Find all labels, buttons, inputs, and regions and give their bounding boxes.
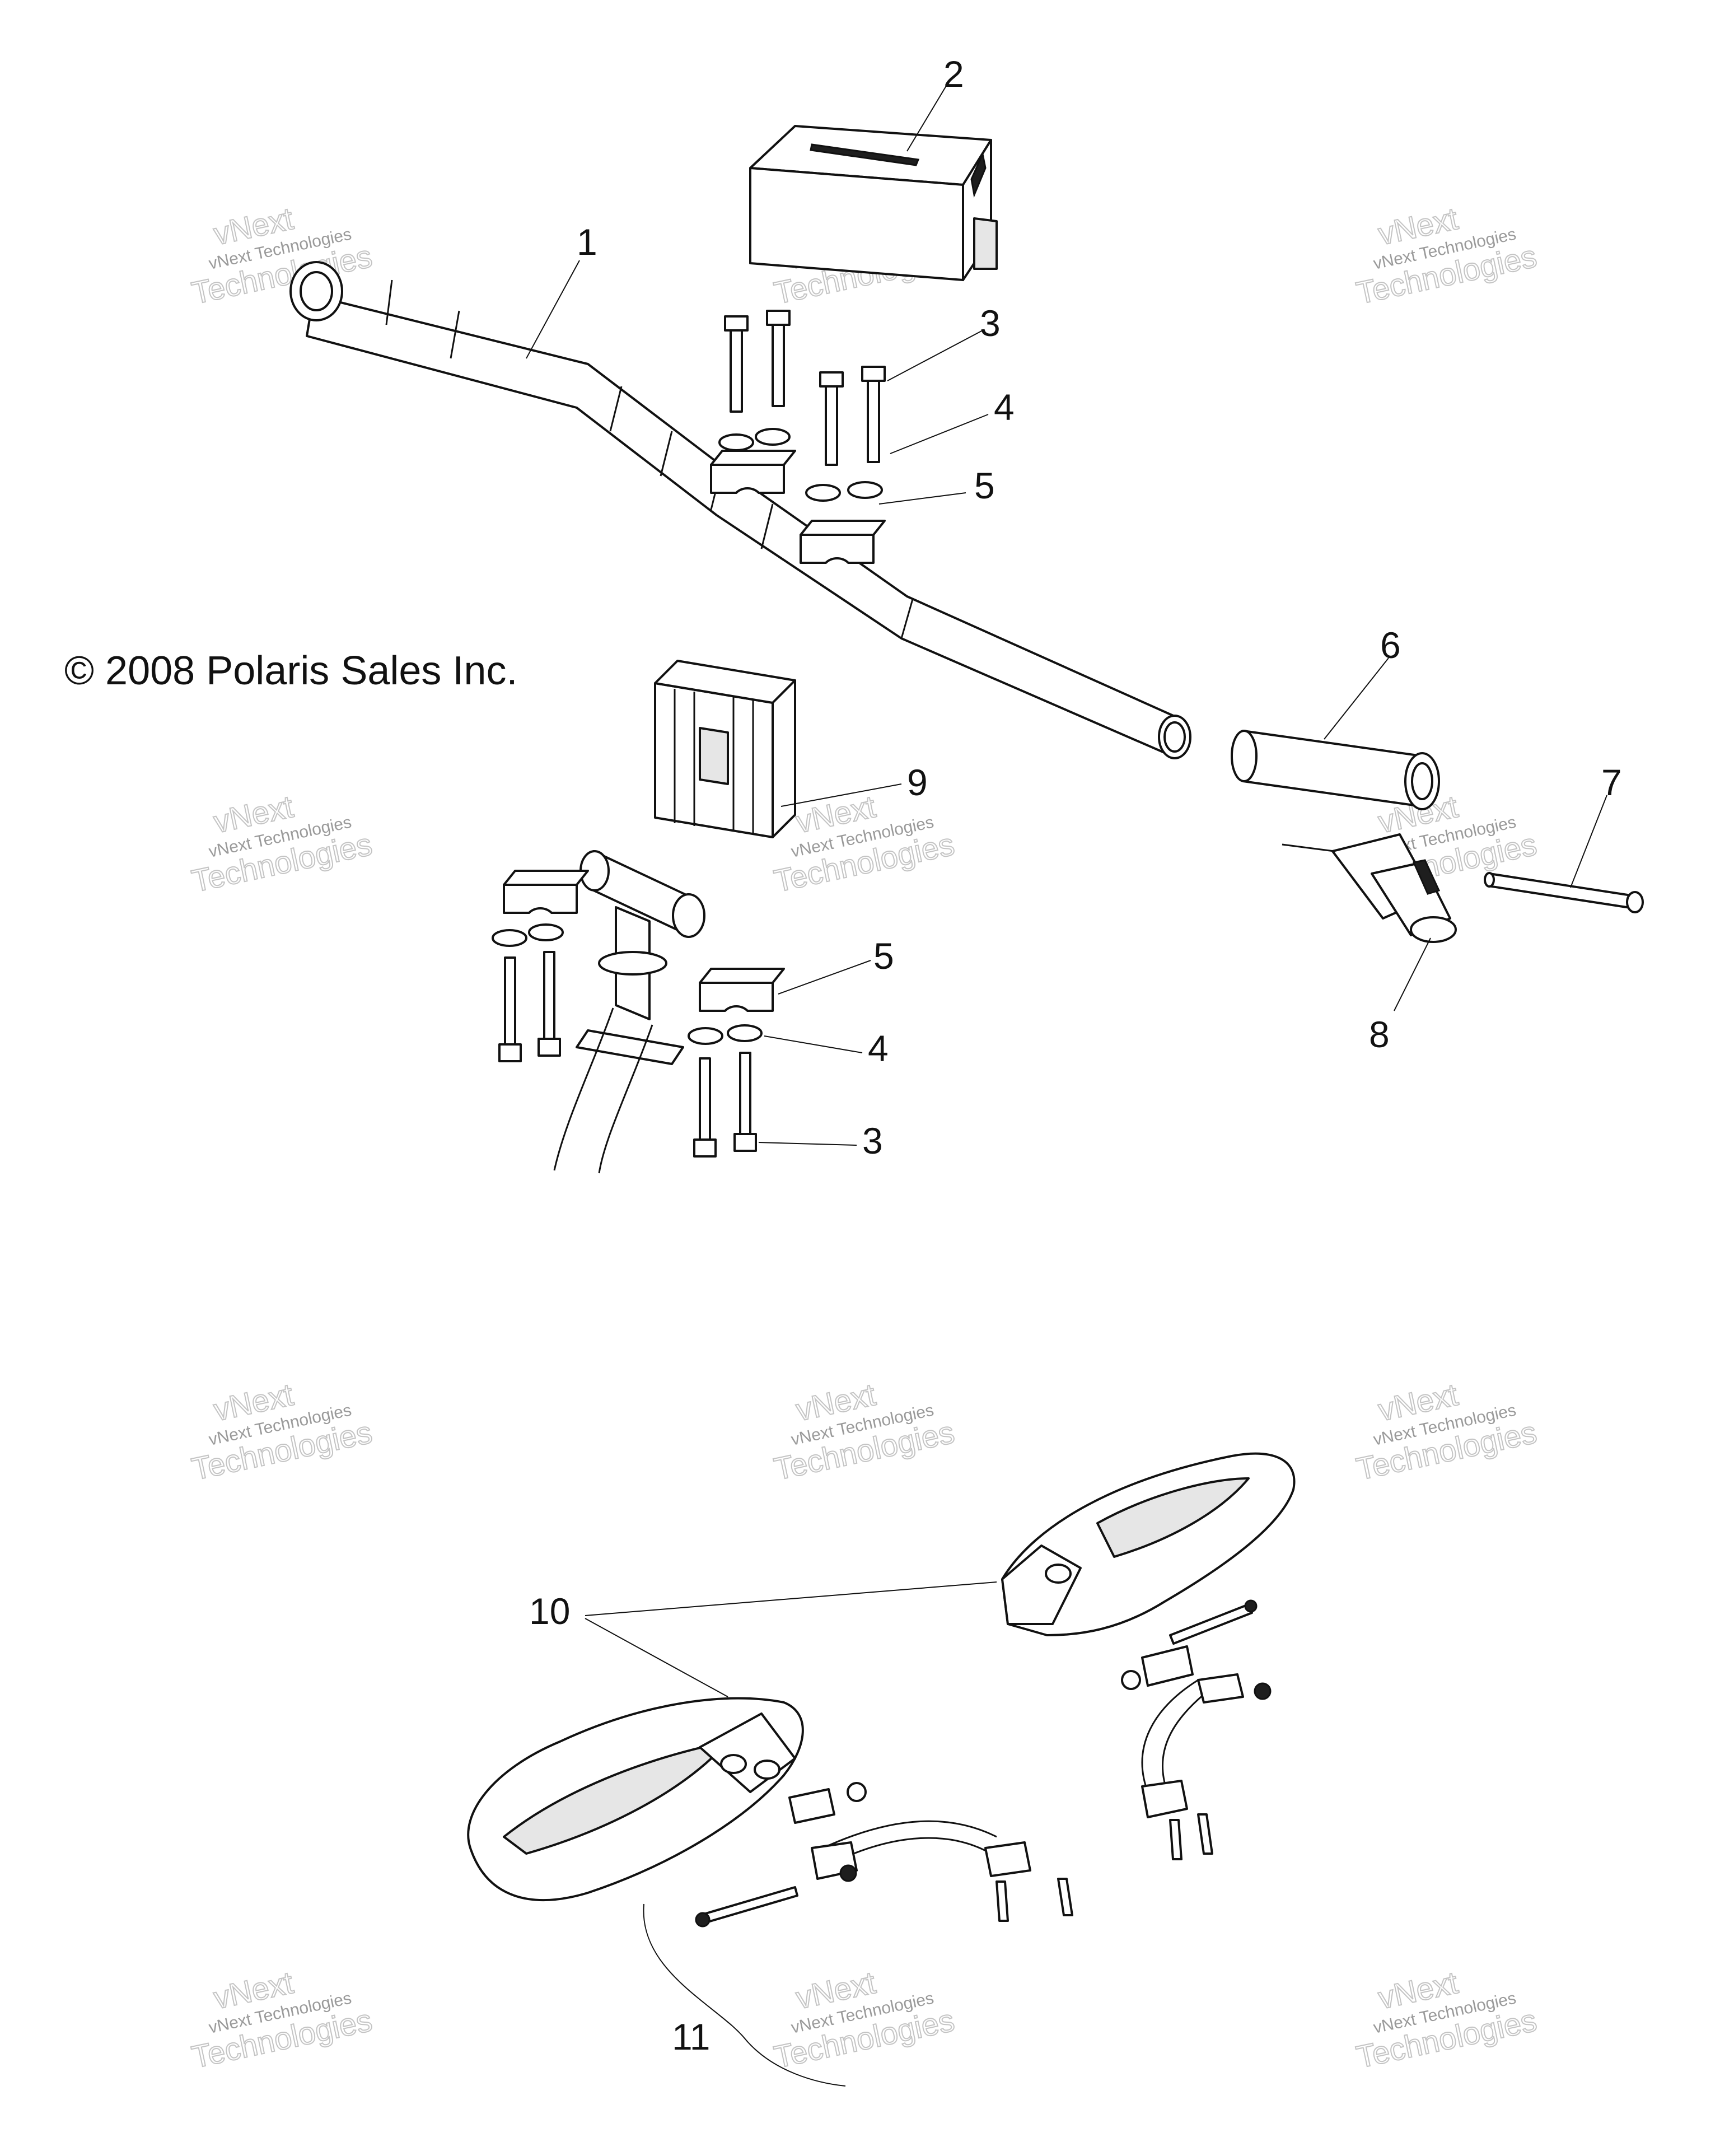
- handlebar-pad: 2: [749, 53, 998, 281]
- upper-clamp-bolts: [724, 310, 886, 466]
- callout-6: 6: [1380, 624, 1401, 666]
- grip: 6: [1231, 624, 1440, 810]
- handguard-right: [1001, 1452, 1296, 1636]
- watermark: vNext vNext Technologies Technologies: [188, 1376, 376, 1487]
- callout-2: 2: [943, 53, 964, 95]
- callout-4-lower: 4: [868, 1028, 889, 1069]
- pin: 7: [1484, 762, 1644, 913]
- mount-kit-right: [1121, 1599, 1272, 1860]
- lower-washers: [492, 923, 763, 1045]
- callout-5-upper: 5: [974, 465, 995, 506]
- callout-8: 8: [1369, 1014, 1390, 1055]
- callout-10: 10: [529, 1590, 570, 1632]
- watermark: vNext vNext Technologies Technologies: [1353, 1376, 1540, 1487]
- copyright-notice: © 2008 Polaris Sales Inc.: [64, 648, 517, 693]
- watermark: vNext vNext Technologies Technologies: [770, 1964, 958, 2075]
- riser-clamp: 9: [654, 660, 928, 838]
- callout-5-lower: 5: [873, 935, 894, 977]
- callout-3-lower: 3: [862, 1120, 883, 1161]
- callout-4-upper: 4: [994, 386, 1015, 428]
- callout-3-upper: 3: [980, 302, 1001, 344]
- watermark: vNext vNext Technologies Technologies: [1353, 1964, 1540, 2075]
- watermark: vNext vNext Technologies Technologies: [188, 1964, 376, 2075]
- watermark: vNext vNext Technologies Technologies: [188, 788, 376, 899]
- watermark: vNext vNext Technologies Technologies: [188, 200, 376, 311]
- callout-7: 7: [1601, 762, 1622, 803]
- callout-1: 1: [577, 221, 597, 263]
- mount-kit-left: [695, 1782, 1073, 1928]
- handlebar: 1: [289, 221, 1191, 759]
- bar-end-fitting: 8: [1282, 833, 1457, 1055]
- upper-clamps: [710, 450, 886, 564]
- steering-post: [553, 850, 705, 1174]
- watermark: vNext vNext Technologies Technologies: [770, 1376, 958, 1487]
- lower-clamps: [503, 870, 785, 1012]
- callout-11: 11: [672, 2016, 711, 2057]
- watermark: vNext vNext Technologies Technologies: [1353, 200, 1540, 311]
- lower-bolts: [498, 951, 757, 1158]
- upper-washers: [718, 428, 883, 502]
- callout-9: 9: [907, 762, 928, 803]
- handguard-left: [467, 1697, 804, 1901]
